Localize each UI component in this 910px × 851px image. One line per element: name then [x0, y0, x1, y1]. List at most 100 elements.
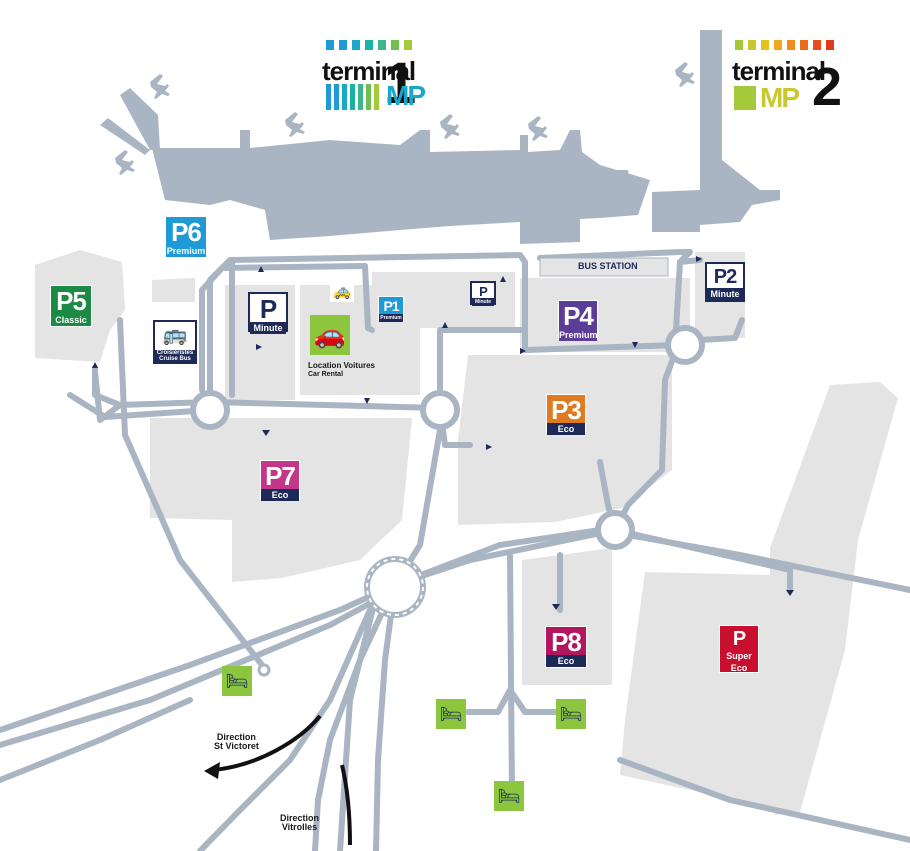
hotel-3[interactable]: 🛏: [556, 699, 586, 729]
plane-icon: [115, 62, 695, 175]
direction-vitrolles: Direction Vitrolles: [280, 813, 320, 833]
direction-st-victoret-line2: St Victoret: [214, 741, 259, 752]
bus-station-strip: [539, 257, 669, 277]
lot-p4: [520, 278, 690, 352]
parking-p4-code: P4: [563, 301, 594, 331]
lot-p3: [458, 355, 672, 525]
hotel-road-3: [0, 697, 193, 783]
highway-south-2: [373, 582, 398, 851]
road-end-circle: [257, 663, 271, 677]
roundabout-1: [190, 390, 230, 430]
terminal-1-pier: [120, 88, 160, 150]
car-rental-badge[interactable]: 🚗: [310, 315, 350, 355]
parking-p1-name: Premium: [379, 314, 403, 322]
roundabouts: [190, 325, 705, 618]
parking-p3-badge[interactable]: P3 Eco: [546, 394, 586, 435]
access-arrow: [258, 266, 264, 272]
parking-p8-code: P8: [551, 627, 582, 657]
hotel-icon: 🛏: [497, 785, 521, 807]
parking-p6-name: Premium: [166, 245, 206, 257]
road-loop-7: [199, 263, 368, 393]
access-arrow: [786, 590, 794, 596]
bus-station-label: BUS STATION: [578, 261, 638, 271]
taxi-icon: 🚕: [332, 282, 352, 300]
road-loop-6: [92, 365, 123, 423]
bus-icon: 🚌: [162, 322, 188, 346]
access-arrow: [364, 398, 370, 404]
hotel-1[interactable]: 🛏: [222, 666, 252, 696]
terminal-buildings: [100, 30, 780, 244]
access-arrow: [552, 604, 560, 610]
terminal-1-word: terminal: [322, 56, 416, 86]
hotel-2[interactable]: 🛏: [436, 699, 466, 729]
terminal-2-word: terminal: [732, 56, 826, 86]
terminal-1-number: 1: [384, 51, 417, 116]
parking-super-eco-code: P: [732, 628, 746, 650]
road-p7-left-2: [67, 392, 213, 420]
parking-p5-badge[interactable]: P5 Classic: [50, 285, 92, 327]
parking-minute-2-badge[interactable]: P Minute: [470, 281, 496, 306]
cruise-bus-line2: Cruise Bus: [155, 356, 195, 362]
taxi-badge[interactable]: 🚕: [330, 280, 354, 302]
cruise-bus-line1: Croisiéristes: [155, 350, 195, 356]
parking-p3-code: P3: [551, 395, 582, 425]
terminal-2-a-block: [734, 86, 756, 110]
parking-super-eco-name2: Eco: [730, 663, 748, 673]
parking-minute-1-code: P: [259, 294, 277, 324]
hotel-icon: 🛏: [559, 703, 583, 725]
parking-p2-badge[interactable]: P2 Minute: [705, 262, 745, 302]
car-rental-line2: Car Rental: [308, 371, 344, 378]
parking-p3-name: Eco: [547, 423, 585, 435]
highway-east-2: [617, 757, 910, 843]
terminal-2-label: terminal: [732, 56, 826, 87]
parking-p4-name: Premium: [559, 329, 598, 341]
car-rental-icon: 🚗: [313, 320, 347, 350]
parking-super-eco-badge[interactable]: P Super Eco: [719, 625, 759, 673]
terminal-1-building: [152, 130, 650, 240]
terminal-2-logo-bars: [735, 40, 834, 50]
direction-arrow-icon-2: [340, 764, 352, 846]
terminal-1-annex: [520, 218, 580, 244]
road-loop-5: [207, 399, 443, 411]
hotel-icon: 🛏: [225, 670, 249, 692]
access-arrow: [520, 348, 526, 354]
access-arrow: [500, 276, 506, 282]
lot-p8: [522, 548, 612, 685]
parking-p2-name: Minute: [707, 288, 743, 300]
cruise-bus-badge[interactable]: 🚌 Croisiéristes Cruise Bus: [153, 320, 197, 364]
roundabout-main-dashes: [366, 558, 424, 616]
access-arrow: [262, 430, 270, 436]
access-arrow: [92, 362, 98, 368]
direction-vitrolles-line1: Direction: [280, 813, 320, 823]
parking-p8-name: Eco: [546, 655, 586, 667]
access-arrow: [442, 322, 448, 328]
access-arrow: [696, 256, 702, 262]
terminal-1-label: terminal: [322, 56, 416, 87]
parking-minute-2-name: Minute: [472, 298, 494, 306]
parking-super-eco-name1: Super: [726, 651, 752, 661]
road-p7-left: [117, 317, 265, 668]
parking-p4-badge[interactable]: P4 Premium: [558, 300, 598, 341]
parking-p7-badge[interactable]: P7 Eco: [260, 460, 300, 501]
direction-st-victoret: Direction St Victoret: [214, 732, 259, 752]
parking-p6-badge[interactable]: P6 Premium: [165, 216, 207, 258]
road-loop-8: [362, 263, 375, 333]
roundabout-2: [420, 390, 460, 430]
parking-minute-1-badge[interactable]: P Minute: [248, 292, 288, 334]
lot-super-eco: [620, 382, 898, 815]
highway-west: [0, 527, 910, 733]
parking-p1-code: P1: [383, 298, 399, 314]
parking-p1-badge[interactable]: P1 Premium: [378, 296, 404, 322]
parking-p8-badge[interactable]: P8 Eco: [545, 626, 587, 668]
highway-south-3: [337, 597, 378, 851]
parking-p5-code: P5: [56, 286, 87, 316]
terminal-2-building: [652, 30, 780, 232]
access-arrow: [632, 342, 638, 348]
parking-p7-code: P7: [265, 461, 296, 491]
terminal-2-number: 2: [812, 57, 843, 117]
highway-west-2: [0, 587, 398, 748]
lot-p6: [152, 278, 195, 302]
parking-minute-1-name: Minute: [250, 322, 286, 334]
access-arrows: [92, 256, 794, 610]
hotel-4[interactable]: 🛏: [494, 781, 524, 811]
